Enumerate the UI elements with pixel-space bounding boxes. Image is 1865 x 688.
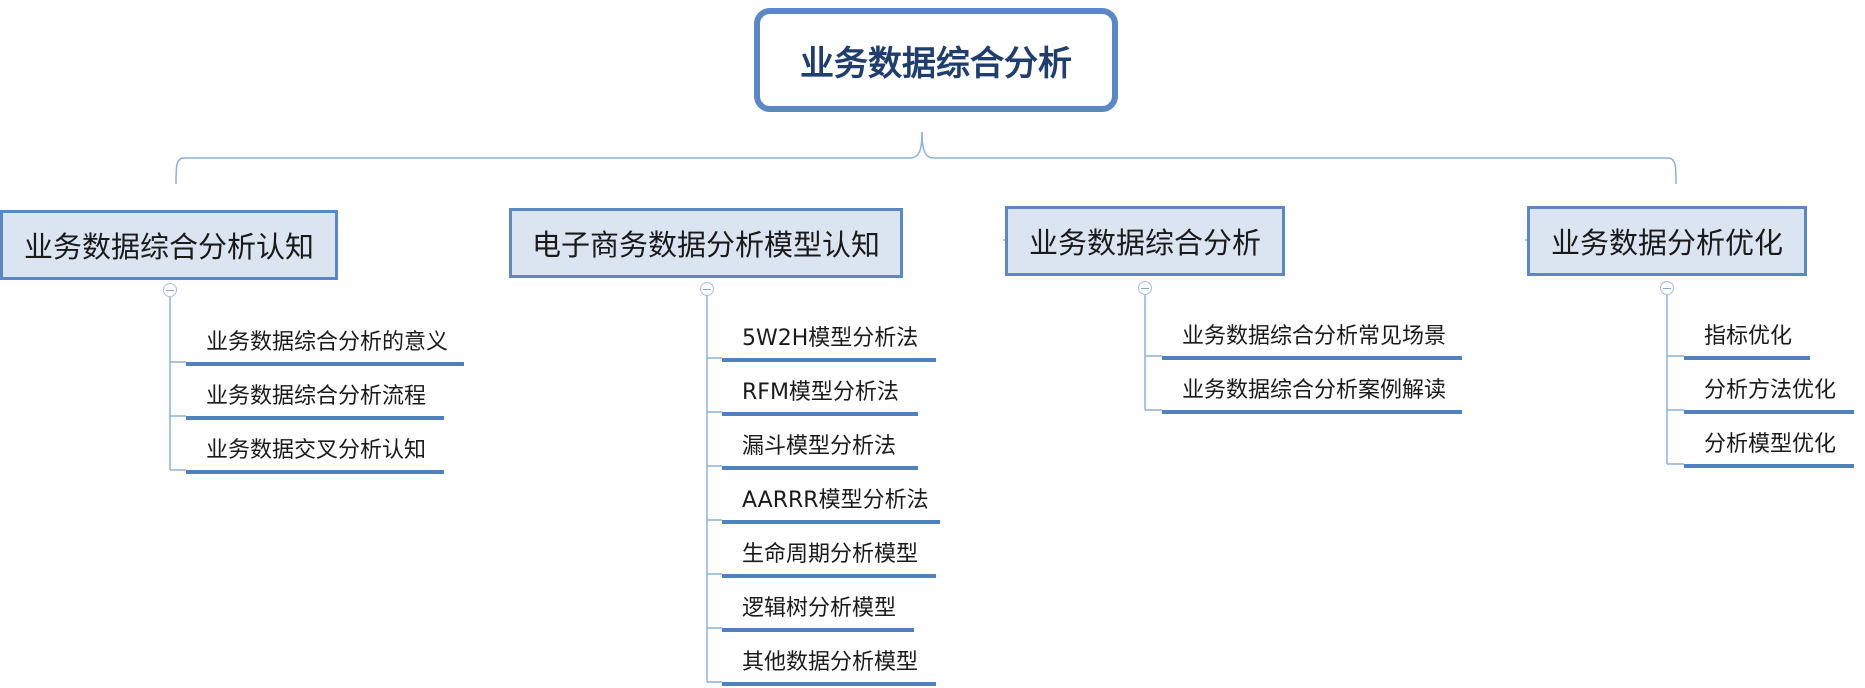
brace-right-connector	[921, 131, 1677, 185]
branch-topic-4-label: 业务数据分析优化	[1550, 226, 1783, 260]
subtopic-4-3[interactable]: 分析模型优化	[1684, 430, 1854, 468]
subtopic-1-3[interactable]: 业务数据交叉分析认知	[186, 436, 444, 474]
branch-topic-2-label: 电子商务数据分析模型认知	[531, 228, 880, 262]
collapse-toggle-3[interactable]	[1138, 281, 1152, 295]
subtopic-4-1[interactable]: 指标优化	[1684, 322, 1810, 360]
subtopic-2-1[interactable]: 5W2H模型分析法	[722, 324, 936, 362]
branch-topic-1-label: 业务数据综合分析认知	[23, 230, 314, 264]
subtopic-3-2[interactable]: 业务数据综合分析案例解读	[1162, 376, 1462, 414]
subtopic-2-2[interactable]: RFM模型分析法	[722, 378, 918, 416]
minus-icon	[703, 288, 711, 290]
branch-topic-2[interactable]: 电子商务数据分析模型认知	[509, 208, 903, 278]
collapse-toggle-4[interactable]	[1660, 281, 1674, 295]
subtopic-2-4[interactable]: AARRR模型分析法	[722, 486, 940, 524]
branch-topic-4[interactable]: 业务数据分析优化	[1527, 206, 1807, 276]
branch-topic-3[interactable]: 业务数据综合分析	[1005, 206, 1285, 276]
subtopic-1-1[interactable]: 业务数据综合分析的意义	[186, 328, 464, 366]
subtopic-1-2[interactable]: 业务数据综合分析流程	[186, 382, 444, 420]
minus-icon	[1663, 287, 1671, 289]
branch-topic-1[interactable]: 业务数据综合分析认知	[0, 210, 338, 280]
subtopic-2-5[interactable]: 生命周期分析模型	[722, 540, 936, 578]
branch-topic-3-label: 业务数据综合分析	[1028, 226, 1261, 260]
root-topic-label: 业务数据综合分析	[800, 43, 1072, 84]
minus-icon	[166, 289, 174, 291]
subtopic-2-3[interactable]: 漏斗模型分析法	[722, 432, 918, 470]
subtopic-4-2[interactable]: 分析方法优化	[1684, 376, 1854, 414]
subtopic-3-1[interactable]: 业务数据综合分析常见场景	[1162, 322, 1462, 360]
brace-left-connector	[175, 131, 923, 185]
subtopic-2-7[interactable]: 其他数据分析模型	[722, 648, 936, 686]
collapse-toggle-2[interactable]	[700, 282, 714, 296]
collapse-toggle-1[interactable]	[163, 283, 177, 297]
subtopic-2-6[interactable]: 逻辑树分析模型	[722, 594, 914, 632]
minus-icon	[1141, 287, 1149, 289]
root-topic[interactable]: 业务数据综合分析	[754, 8, 1118, 112]
